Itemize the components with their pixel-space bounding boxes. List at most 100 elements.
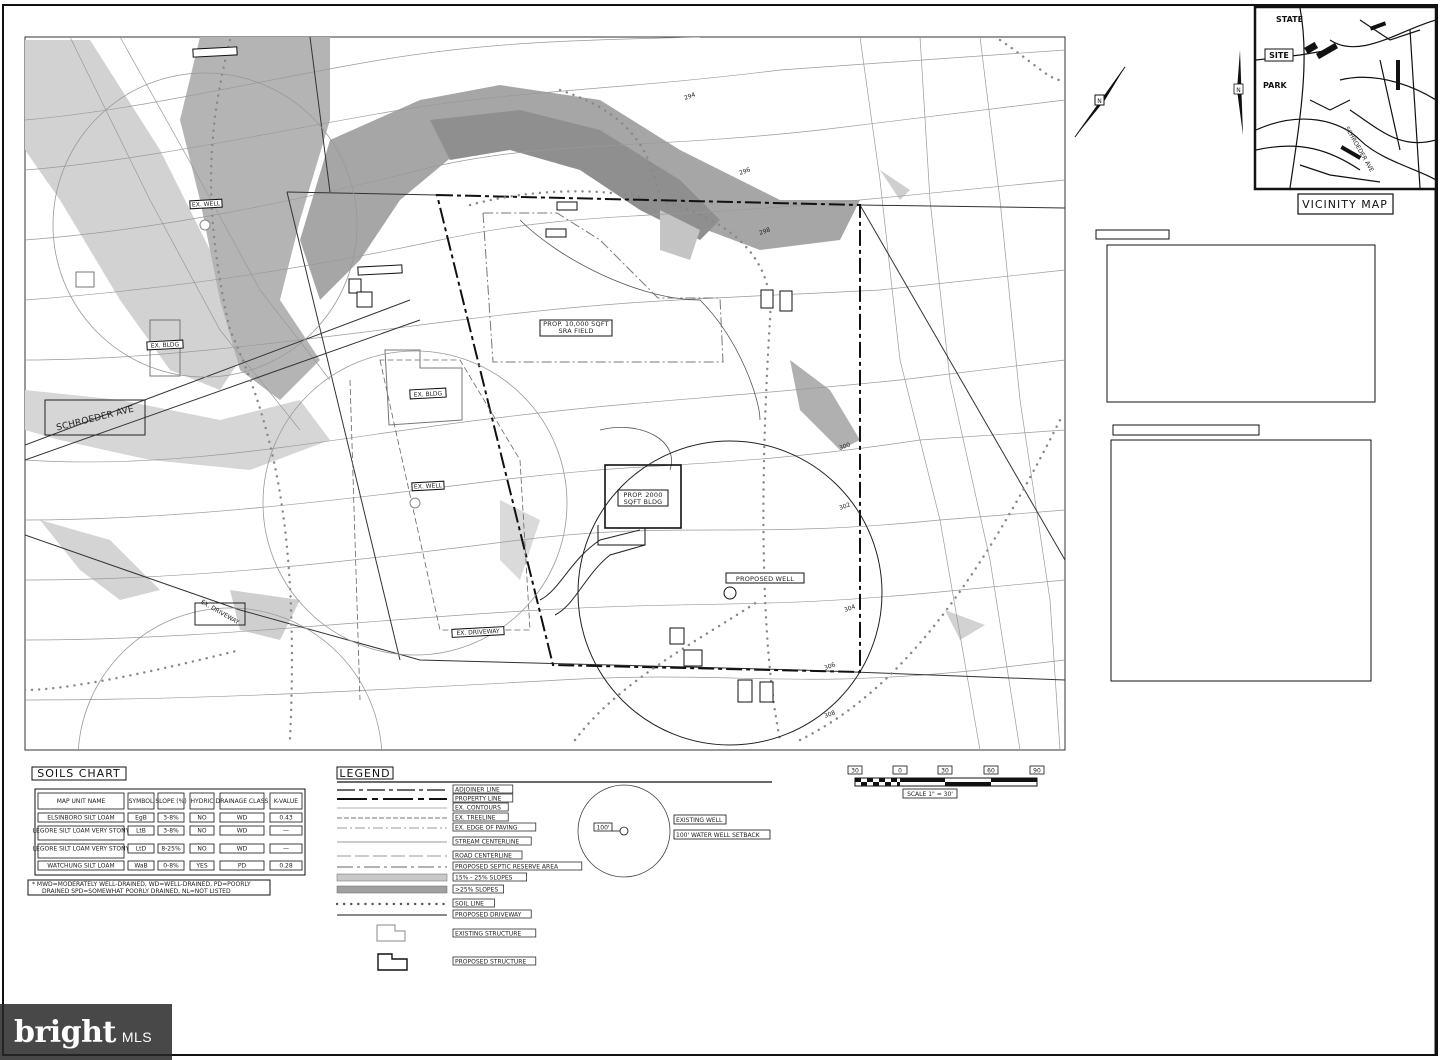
soils-cell: NO (197, 815, 206, 822)
legend-water-well-setback: 100' WATER WELL SETBACK (676, 832, 761, 839)
legend-well-setback-symbol (577, 784, 671, 878)
vicinity-site-label: SITE (1269, 51, 1289, 60)
svg-text:296: 296 (738, 166, 751, 177)
proposed-well-setback (577, 440, 883, 746)
svg-text:298: 298 (758, 226, 771, 237)
legend-item-label: PROPOSED SEPTIC RESERVE AREA (455, 864, 559, 871)
soils-cell: 3-8% (163, 828, 179, 835)
legend-item-label: EX. CONTOURS (455, 805, 501, 812)
soils-header-cell: DRAINAGE CLASS (216, 798, 269, 805)
soils-header-cell: MAP UNIT NAME (57, 798, 106, 805)
plan-view: PROP. 10,000 SQFT SRA FIELD PROP. 2000 S… (24, 36, 1066, 751)
existing-well-setback (262, 350, 568, 656)
contour-label: 294 (683, 91, 696, 102)
vicinity-state-label: STATE (1276, 15, 1303, 24)
proposed-driveway (539, 529, 641, 601)
svg-text:300: 300 (838, 441, 851, 452)
vicinity-park-label: PARK (1263, 81, 1287, 90)
soils-cell: 0-8% (163, 863, 179, 870)
legend-item-label: STREAM CENTERLINE (455, 839, 519, 846)
septic-reserve-area (482, 212, 724, 363)
scale-tick-label: 30 (941, 768, 949, 775)
soils-cell: WATCHUNG SILT LOAM (47, 863, 114, 870)
soils-cell: WD (237, 846, 248, 853)
notes-boxes (1095, 229, 1376, 682)
soils-header-cell: SLOPE (%) (155, 798, 186, 805)
svg-text:304: 304 (843, 603, 856, 614)
svg-text:100': 100' (596, 825, 609, 832)
soils-chart-title: SOILS CHART (37, 767, 121, 780)
legend-title: LEGEND (339, 767, 390, 780)
legend-item-label: EX. TREELINE (455, 815, 496, 822)
legend-item-label: EX. EDGE OF PAVING (455, 825, 518, 832)
existing-contours (25, 37, 1065, 750)
svg-text:EX. BLDG: EX. BLDG (151, 341, 180, 349)
svg-text:308: 308 (823, 709, 836, 720)
soils-cell: NO (197, 846, 206, 853)
legend-symbol (376, 924, 406, 942)
road-label-frame (44, 399, 146, 436)
soils-cell: PD (238, 863, 247, 870)
legend-item-label: EXISTING STRUCTURE (455, 931, 521, 938)
legend-symbol (377, 953, 408, 971)
sra-field-label: PROP. 10,000 SQFT (543, 320, 609, 328)
svg-text:SRA FIELD: SRA FIELD (558, 327, 593, 335)
legend-item-label: PROPOSED DRIVEWAY (455, 912, 522, 919)
legend-item-label: PROPOSED STRUCTURE (455, 959, 526, 966)
adjoiner-lines (25, 37, 1065, 681)
soils-cell: 0.43 (279, 815, 293, 822)
svg-text:N: N (1236, 87, 1241, 94)
soils-cell: 8-25% (161, 846, 181, 853)
ex-well-label: EX. WELL (414, 482, 443, 490)
scale-label: SCALE 1" = 30' (907, 791, 953, 798)
soils-cell: — (283, 828, 289, 835)
soils-footnote: * MWD=MODERATELY WELL-DRAINED, WD=WELL-D… (32, 881, 251, 888)
svg-text:EX. WELL: EX. WELL (192, 200, 221, 208)
soils-header-cell: HYDRIC (191, 798, 214, 805)
legend-symbol (336, 873, 448, 882)
soils-cell: EgB (135, 815, 147, 822)
svg-text:302: 302 (838, 501, 851, 512)
proposed-well (723, 586, 737, 600)
legend-item-label: ADJOINER LINE (455, 787, 500, 794)
proposed-building-label: PROP. 2000 (623, 491, 662, 499)
legend-item-label: >25% SLOPES (455, 887, 498, 894)
soils-cell: ELSINBORO SILT LOAM (47, 815, 114, 822)
soils-header-cell: K-VALUE (274, 798, 298, 805)
scale-tick-label: 60 (987, 768, 995, 775)
proposed-structure (604, 464, 682, 529)
legend-item-label: SOIL LINE (455, 901, 484, 908)
soils-cell: — (283, 846, 289, 853)
soils-cell: LEGORE SILT LOAM VERY STONY (33, 828, 130, 835)
soils-cell: LtB (136, 828, 146, 835)
legend-item-label: 15% - 25% SLOPES (455, 875, 513, 882)
soils-cell: LtD (136, 846, 147, 853)
scale-bar: 30 0 30 60 90 SCALE 1" = 30' (847, 765, 1045, 799)
scale-tick-label: 90 (1033, 768, 1041, 775)
notes-box-2 (1110, 439, 1372, 682)
north-arrow: N (1074, 66, 1126, 138)
scale-tick-label: 0 (898, 768, 902, 775)
soils-cell: WaB (134, 863, 147, 870)
soils-cell: WD (237, 828, 248, 835)
ex-driveway-label: EX. DRIVEWAY (456, 628, 500, 637)
bright-mls-logo: bright MLS (0, 1004, 172, 1060)
existing-structure (384, 349, 463, 426)
legend-existing-well: EXISTING WELL (676, 817, 723, 824)
legend-item-label: ROAD CENTERLINE (455, 853, 512, 860)
proposed-well-label: PROPOSED WELL (736, 575, 794, 583)
north-arrow-letter: N (1097, 98, 1102, 105)
legend-symbol (336, 885, 448, 894)
soils-cell: 0.28 (279, 863, 293, 870)
scale-tick-label: 30 (851, 768, 859, 775)
notes-box-1 (1106, 244, 1376, 403)
soils-cell: WD (237, 815, 248, 822)
svg-text:306: 306 (823, 661, 836, 672)
soil-lines (25, 38, 1062, 742)
soils-cell: NO (197, 828, 206, 835)
treelines (349, 219, 761, 701)
